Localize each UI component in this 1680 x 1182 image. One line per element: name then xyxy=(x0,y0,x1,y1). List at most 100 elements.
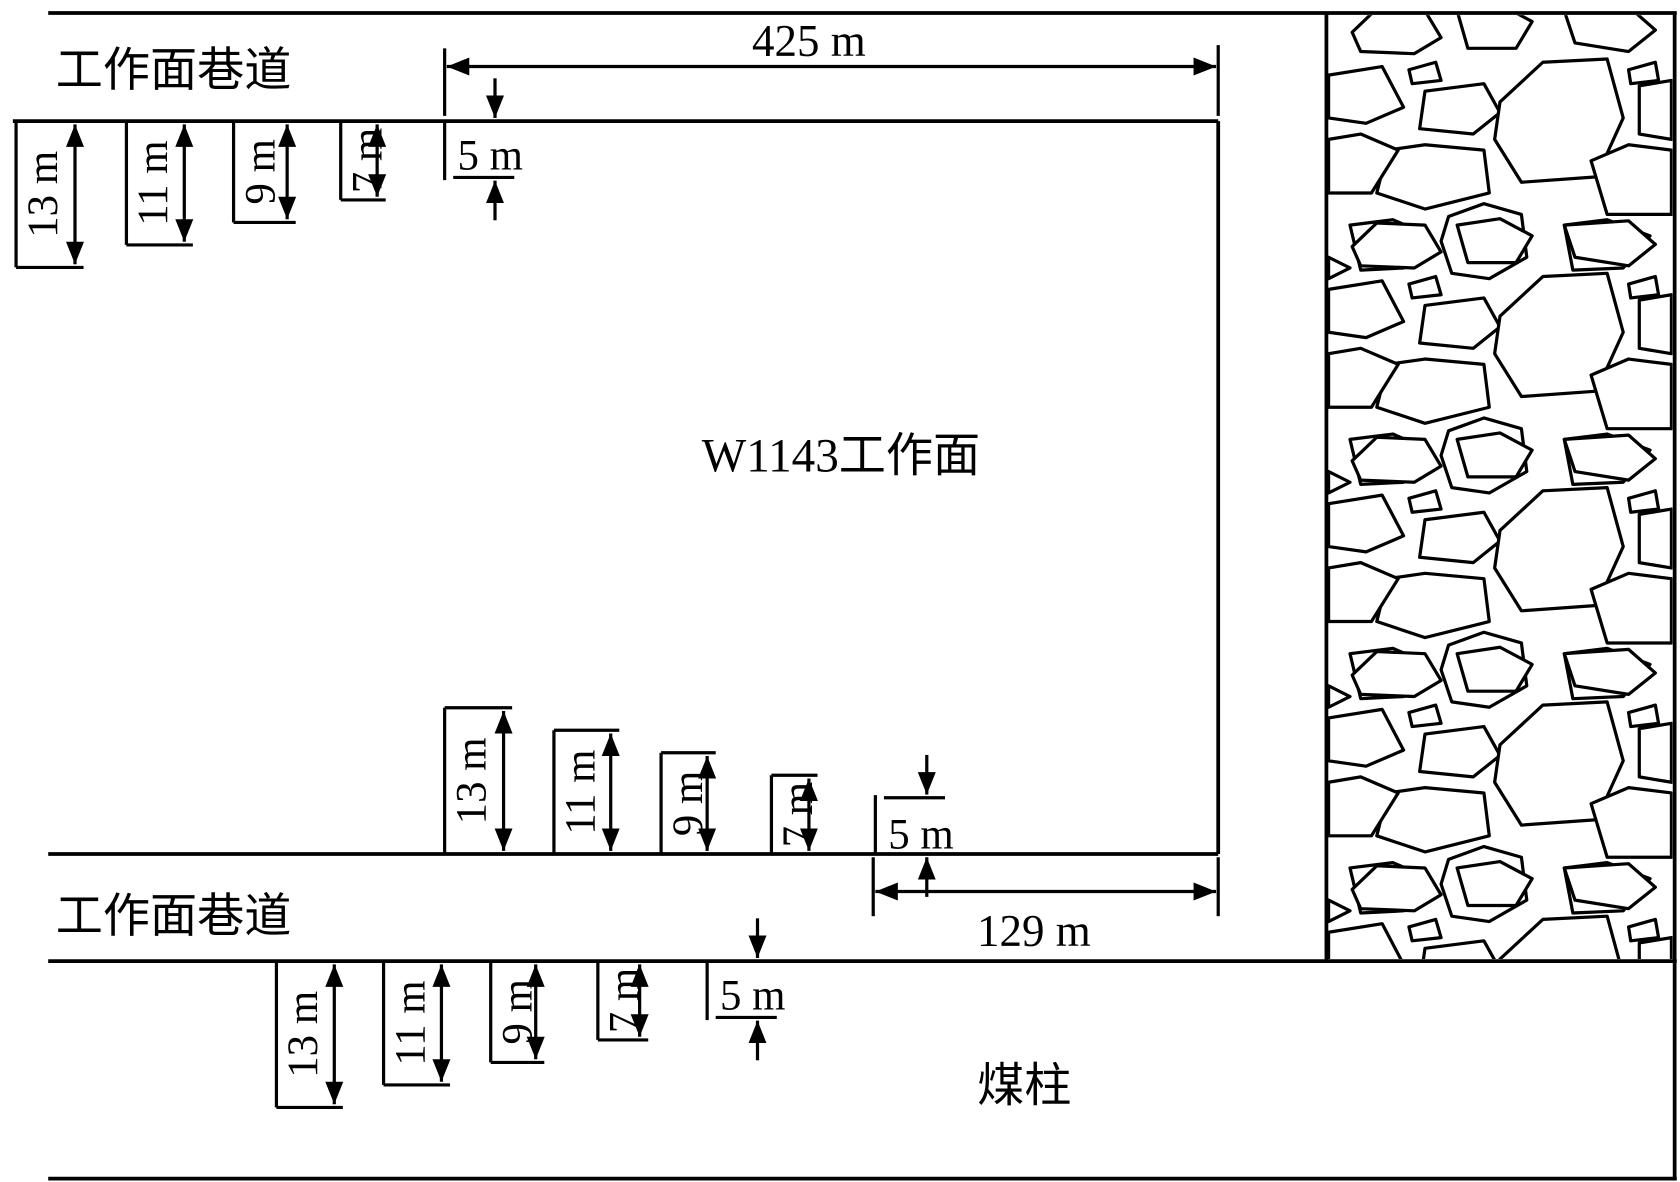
rubble-rock xyxy=(1375,571,1491,640)
dimension-425-label: 425 m xyxy=(752,16,866,66)
rubble-rock xyxy=(1407,489,1443,514)
rubble-rock xyxy=(1626,703,1661,729)
rubble-rock xyxy=(1327,255,1352,281)
rubble-rock xyxy=(1637,507,1673,570)
dimension-129-label: 129 m xyxy=(977,906,1091,956)
rubble-rock xyxy=(1493,700,1625,827)
support-label: 5 m xyxy=(458,132,523,179)
rubble-rock xyxy=(1327,561,1400,624)
rubble-rock xyxy=(1564,15,1657,54)
support-marker-13m: 13 m xyxy=(274,961,344,1110)
rubble-rock xyxy=(1637,293,1673,356)
upper-roadway-label: 工作面巷道 xyxy=(56,45,292,97)
rubble-rock xyxy=(1493,57,1625,184)
rubble-rock xyxy=(1626,60,1661,86)
rubble-rock xyxy=(1589,786,1673,859)
lower-roadway-label: 工作面巷道 xyxy=(56,891,292,943)
support-marker-7m: 7 m xyxy=(339,121,391,202)
support-label: 7 m xyxy=(344,128,391,193)
rubble-rock xyxy=(1407,703,1443,729)
rubble-rock xyxy=(1455,217,1534,265)
rubble-rock xyxy=(1455,431,1534,479)
rubble-rock xyxy=(1407,274,1443,300)
support-label: 5 m xyxy=(720,972,785,1019)
rubble-rock xyxy=(1329,1114,1350,1135)
rubble-rock xyxy=(1350,435,1443,484)
support-label: 7 m xyxy=(602,968,649,1033)
support-marker-13m: 13 m xyxy=(14,121,84,270)
rubble-rock xyxy=(1327,707,1406,768)
support-marker-11m: 11 m xyxy=(124,121,194,247)
rubble-rock xyxy=(1375,143,1491,211)
support-marker-9m: 9 m xyxy=(231,121,297,225)
support-label: 9 m xyxy=(494,979,541,1044)
rubble-rock xyxy=(1626,489,1661,514)
dimension-425: 425 m xyxy=(443,16,1220,116)
rubble-rock xyxy=(1377,1002,1490,1066)
rubble-rock xyxy=(1441,1061,1527,1136)
rubble-rock xyxy=(1329,991,1399,1050)
support-marker-11m: 11 m xyxy=(552,728,620,855)
rubble-rock xyxy=(1327,346,1400,409)
support-marker-13m: 13 m xyxy=(443,706,513,855)
rubble-rock xyxy=(1637,78,1673,142)
rubble-rock xyxy=(1589,143,1673,217)
support-marker-9m: 9 m xyxy=(659,751,717,855)
rubble-rock xyxy=(1562,433,1657,482)
rubble-rock xyxy=(1327,132,1400,195)
support-label: 9 m xyxy=(237,139,284,204)
rubble-rock xyxy=(1493,486,1625,613)
support-label: 13 m xyxy=(448,737,495,824)
rubble-rock xyxy=(1327,775,1400,838)
support-marker-5m: 5 m xyxy=(443,78,523,221)
rubble-rock xyxy=(1418,296,1502,350)
rubble-rock xyxy=(1455,859,1534,908)
rubble-rock xyxy=(1498,914,1621,960)
support-label: 11 m xyxy=(130,140,177,225)
pillar-label: 煤柱 xyxy=(977,1061,1071,1113)
rubble-rock xyxy=(1350,221,1443,270)
rubble-rock xyxy=(1375,357,1491,425)
rubble-rock xyxy=(1418,82,1502,136)
rubble-rock xyxy=(1350,1077,1430,1127)
rubble-rock xyxy=(1375,786,1491,854)
rubble-rock xyxy=(1327,898,1352,924)
rubble-rock xyxy=(1455,645,1534,693)
support-marker-5m: 5 m xyxy=(873,754,954,897)
rubble-rock xyxy=(1626,274,1661,300)
support-marker-11m: 11 m xyxy=(381,961,451,1087)
support-label: 11 m xyxy=(558,750,605,835)
rubble-rock xyxy=(1589,571,1673,645)
rubble-rock xyxy=(1562,647,1657,696)
rubble-rock xyxy=(1456,15,1534,50)
support-label: 13 m xyxy=(20,151,67,238)
support-marker-7m: 7 m xyxy=(596,961,649,1042)
rubble-rock xyxy=(1637,936,1673,960)
rubble-rock xyxy=(1327,684,1352,709)
rubble-rock xyxy=(1626,917,1661,943)
rubble-rock xyxy=(1591,1002,1671,1072)
rubble-rock xyxy=(1407,60,1443,86)
rubble-rock xyxy=(1589,357,1673,431)
rubble-rock xyxy=(1418,724,1502,779)
support-label: 5 m xyxy=(888,812,953,859)
rubble-rock xyxy=(1350,864,1443,913)
rubble-rock xyxy=(1327,493,1406,554)
support-markers: 13 m 11 m 9 m 7 m 5 m 13 m 11 m 9 m 7 m 5 m 13 m 11… xyxy=(14,78,954,1110)
rubble-rock xyxy=(1493,271,1625,399)
rubble-rock xyxy=(1418,510,1502,565)
rubble-rock xyxy=(1327,279,1406,340)
support-label: 9 m xyxy=(665,771,712,836)
rubble-rock xyxy=(1564,1077,1650,1127)
rubble-rock xyxy=(1327,64,1406,125)
goaf-rubble-area xyxy=(1327,15,1673,1136)
dimension-129: 129 m xyxy=(871,857,1220,956)
rubble-rock xyxy=(1350,15,1443,56)
support-marker-7m: 7 m xyxy=(769,773,822,855)
rubble-rock xyxy=(1562,219,1657,268)
rubble-rock xyxy=(1327,469,1352,495)
rubble-rock xyxy=(1327,922,1403,960)
rubble-rock xyxy=(1562,862,1657,911)
support-label: 11 m xyxy=(387,980,434,1065)
